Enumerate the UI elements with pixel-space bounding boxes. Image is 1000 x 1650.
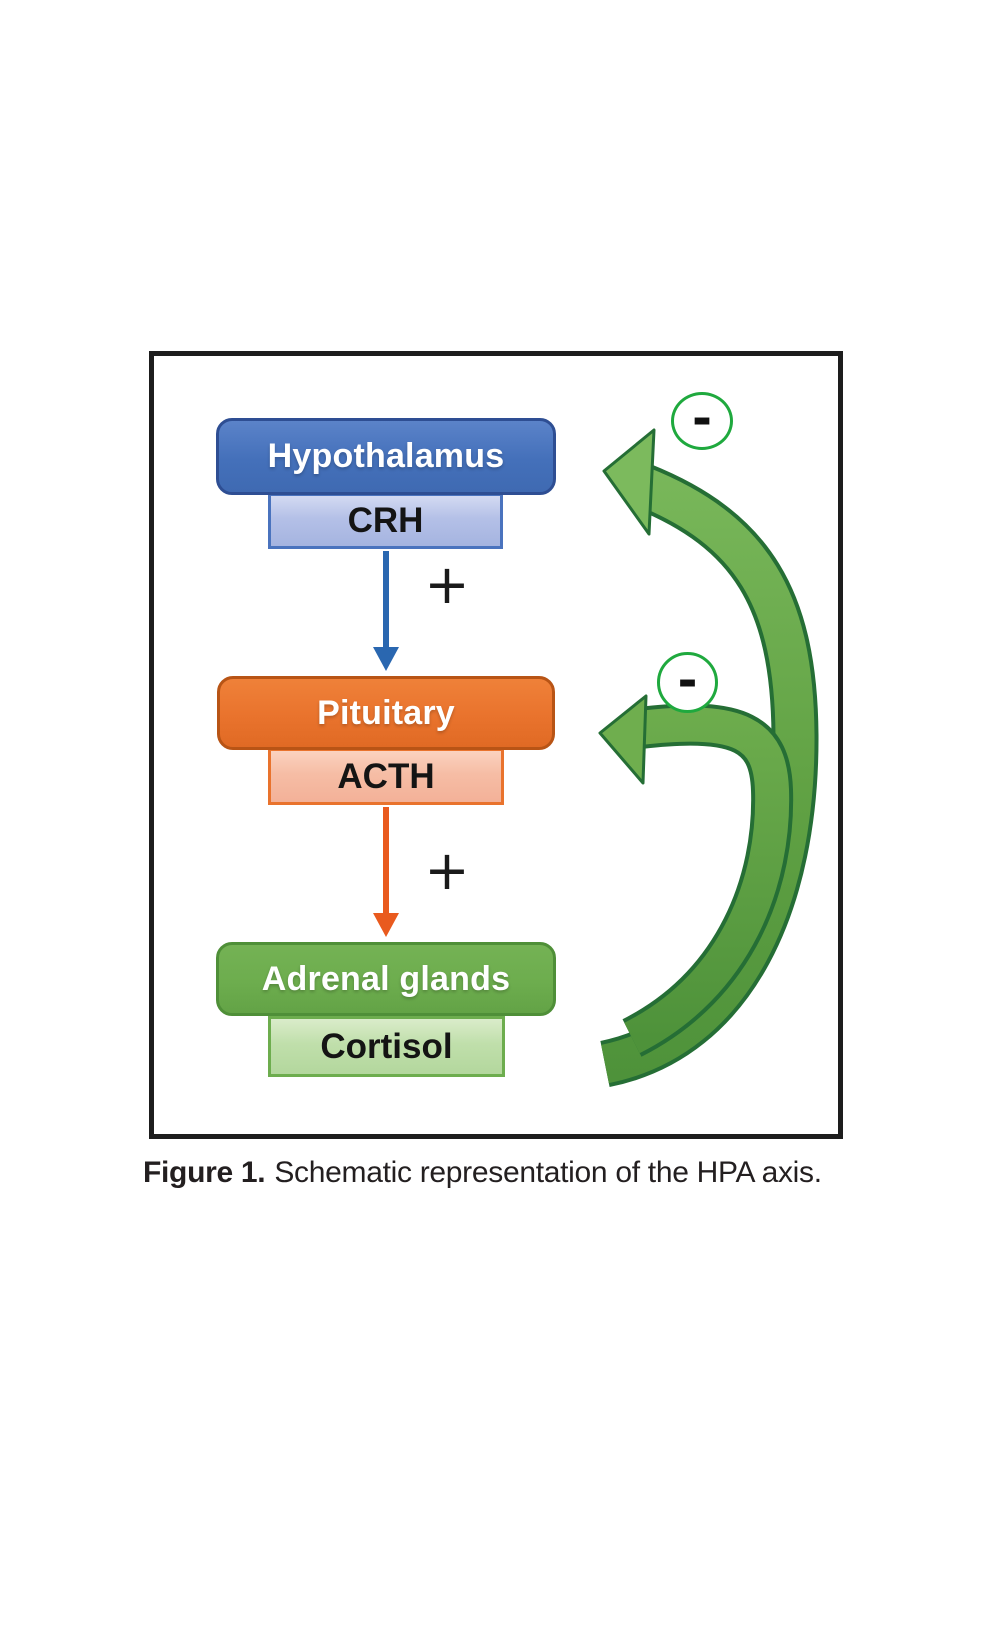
cortisol-box: Cortisol [268, 1016, 505, 1077]
adrenal-glands-node: Adrenal glands [216, 942, 556, 1016]
figure-caption-text: Schematic representation of the HPA axis… [274, 1156, 822, 1189]
cortisol-label: Cortisol [320, 1026, 453, 1066]
crh-label: CRH [347, 501, 424, 540]
inhibition-circle-hypothalamus: - [671, 388, 733, 450]
inhibition-circle-pituitary: - [657, 649, 718, 713]
hypothalamus-label: Hypothalamus [267, 437, 505, 475]
crh-box: CRH [268, 493, 503, 549]
hypothalamus-node: Hypothalamus [216, 418, 556, 495]
pituitary-node: Pituitary [217, 676, 555, 750]
acth-label: ACTH [337, 756, 435, 796]
figure-caption-number: Figure 1. [143, 1156, 266, 1189]
acth-box: ACTH [268, 748, 504, 805]
stimulation-plus-sign-acth: + [424, 838, 470, 902]
stimulation-plus-sign-crh: + [424, 552, 470, 616]
adrenal-glands-label: Adrenal glands [261, 959, 511, 998]
figure-caption: Figure 1.Schematic representation of the… [143, 1156, 863, 1190]
pituitary-label: Pituitary [317, 693, 455, 732]
